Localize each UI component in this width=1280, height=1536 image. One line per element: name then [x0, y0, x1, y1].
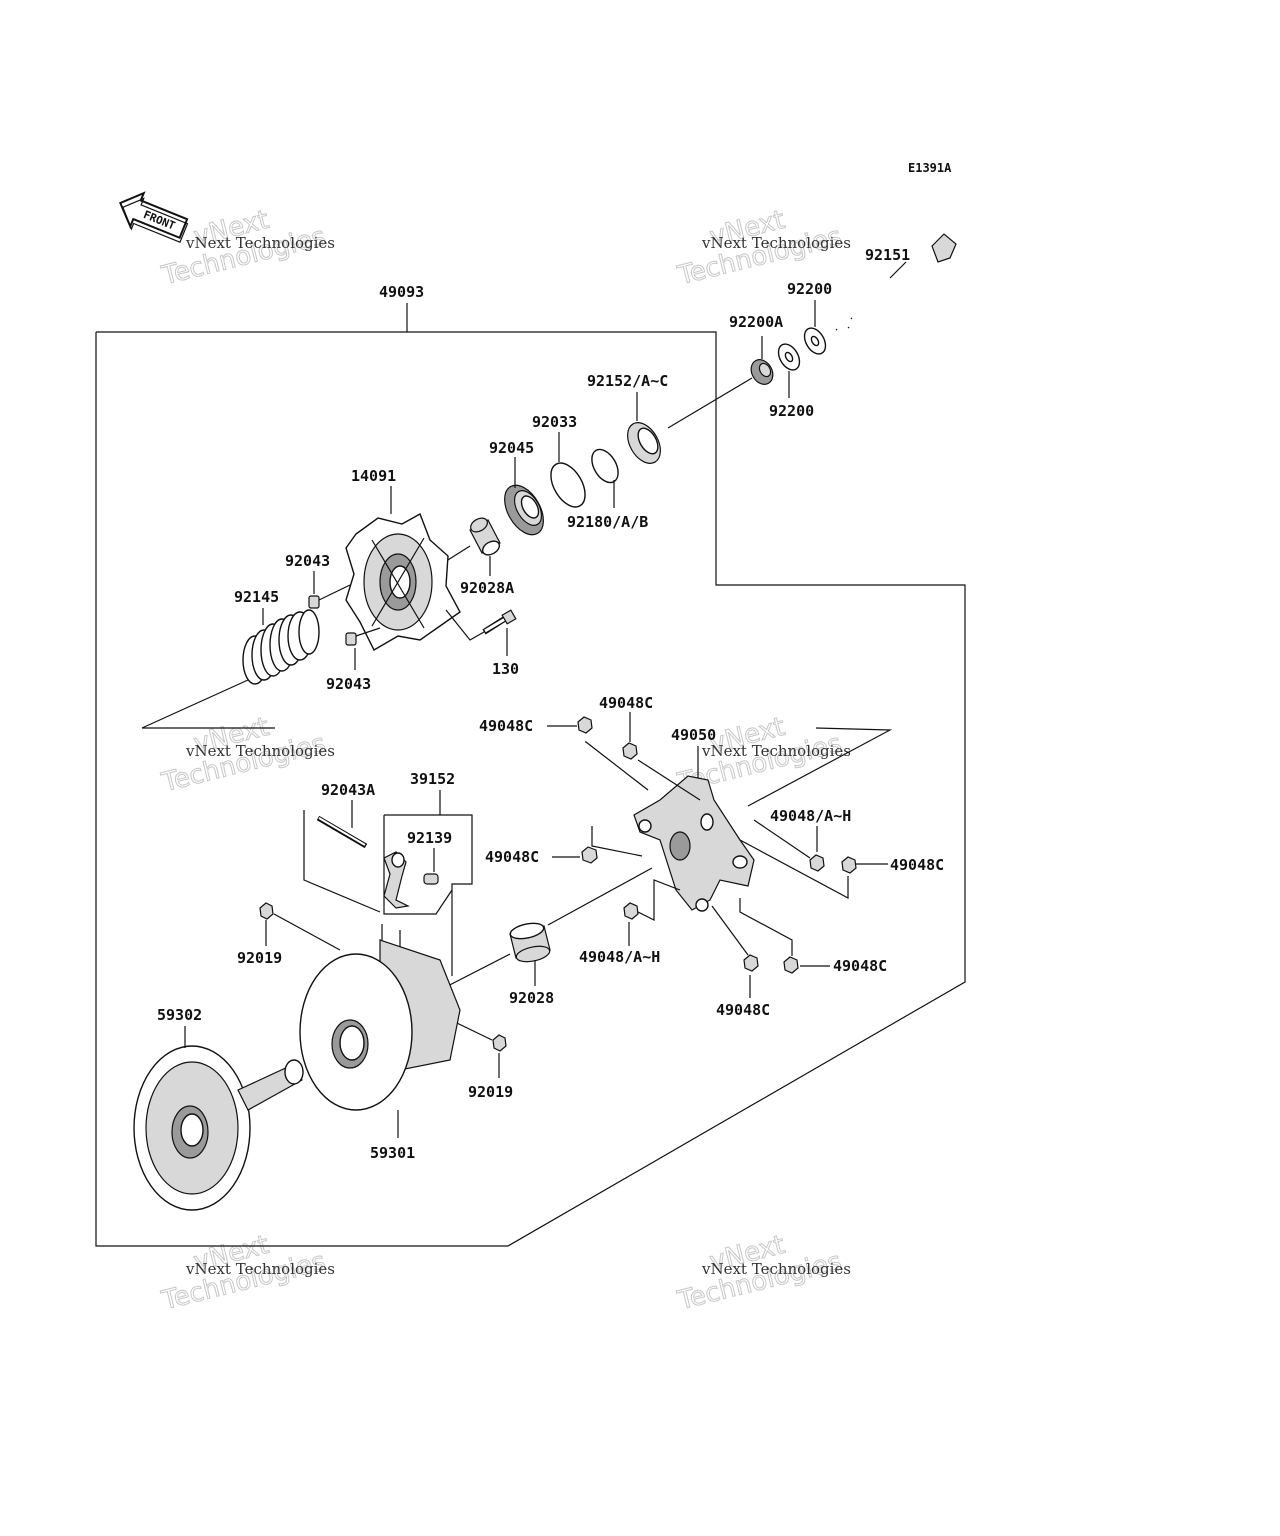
label-14091: 14091: [351, 467, 396, 485]
watermark: vNext Technologies vNext Technologies vN…: [158, 204, 851, 1317]
label-92028: 92028: [509, 989, 554, 1007]
part-92043-pin[interactable]: [308, 595, 320, 609]
part-92019-nut[interactable]: [259, 902, 274, 920]
part-49048C-nut[interactable]: [841, 856, 857, 874]
part-49048C-nut[interactable]: [622, 742, 638, 760]
part-92139-weight[interactable]: [383, 851, 410, 909]
part-92152-cup[interactable]: [621, 417, 667, 469]
part-49048C-nut[interactable]: [743, 954, 759, 972]
label-92200A: 92200A: [729, 313, 783, 331]
label-49048-AH: 49048/A~H: [770, 807, 851, 825]
front-arrow-icon: FRONT: [119, 191, 189, 243]
label-59302: 59302: [157, 1006, 202, 1024]
label-92145: 92145: [234, 588, 279, 606]
part-59302-sheave[interactable]: [133, 1045, 304, 1211]
label-92043: 92043: [285, 552, 330, 570]
label-59301: 59301: [370, 1144, 415, 1162]
label-49048C: 49048C: [479, 717, 533, 735]
label-49093: 49093: [379, 283, 424, 301]
label-49048C: 49048C: [716, 1001, 770, 1019]
label-49048-AH: 49048/A~H: [579, 948, 660, 966]
part-92045-bearing[interactable]: [497, 479, 552, 542]
label-49048C: 49048C: [599, 694, 653, 712]
label-92045: 92045: [489, 439, 534, 457]
part-92019-nut[interactable]: [492, 1034, 507, 1052]
part-49048C-nut[interactable]: [577, 716, 593, 734]
watermark-small: vNext Technologies: [701, 1260, 851, 1278]
label-92028A: 92028A: [460, 579, 514, 597]
watermark-small: vNext Technologies: [701, 742, 851, 760]
label-49048C: 49048C: [833, 957, 887, 975]
part-49048-nut[interactable]: [809, 854, 825, 872]
watermark-small: vNext Technologies: [185, 1260, 335, 1278]
label-92033: 92033: [532, 413, 577, 431]
assembly-outline: [95, 331, 966, 1247]
part-92145-spring[interactable]: [242, 609, 320, 685]
label-92151: 92151: [865, 246, 910, 264]
part-92028-bushing[interactable]: [509, 921, 551, 965]
label-92152: 92152/A~C: [587, 372, 668, 390]
callout-labels: 49093 92151 92200 92200A 92200 92152/A~C…: [157, 246, 944, 1162]
label-49048C: 49048C: [890, 856, 944, 874]
part-49048C-nut[interactable]: [581, 846, 598, 864]
part-49048-nut[interactable]: [623, 902, 639, 920]
label-92043: 92043: [326, 675, 371, 693]
part-92200A-collar[interactable]: [747, 356, 777, 389]
part-92043-pin[interactable]: [345, 632, 357, 646]
part-92043A-shaft[interactable]: [316, 815, 368, 849]
watermark-small: vNext Technologies: [185, 234, 335, 252]
part-49050-arm[interactable]: [633, 775, 755, 912]
part-130-bolt[interactable]: [482, 609, 517, 635]
label-39152: 39152: [410, 770, 455, 788]
label-92019: 92019: [237, 949, 282, 967]
part-92180-ring[interactable]: [586, 445, 623, 487]
label-92200: 92200: [769, 402, 814, 420]
label-130: 130: [492, 660, 519, 678]
watermark-small: vNext Technologies: [185, 742, 335, 760]
label-92200: 92200: [787, 280, 832, 298]
label-92043A: 92043A: [321, 781, 375, 799]
part-14091-spider[interactable]: [345, 512, 461, 651]
label-92139: 92139: [407, 829, 452, 847]
part-92028A-bushing[interactable]: [468, 515, 502, 557]
label-49050: 49050: [671, 726, 716, 744]
diagram-code: E1391A: [908, 161, 952, 175]
label-49048C: 49048C: [485, 848, 539, 866]
part-49048C-nut[interactable]: [783, 956, 799, 974]
label-92019: 92019: [468, 1083, 513, 1101]
part-59301-sheave[interactable]: [299, 939, 461, 1111]
part-92033-circlip[interactable]: [544, 457, 592, 513]
watermark-small: vNext Technologies: [701, 234, 851, 252]
part-92139-roller[interactable]: [423, 873, 439, 885]
part-92151-bolt[interactable]: [835, 233, 957, 332]
label-92180: 92180/A/B: [567, 513, 648, 531]
